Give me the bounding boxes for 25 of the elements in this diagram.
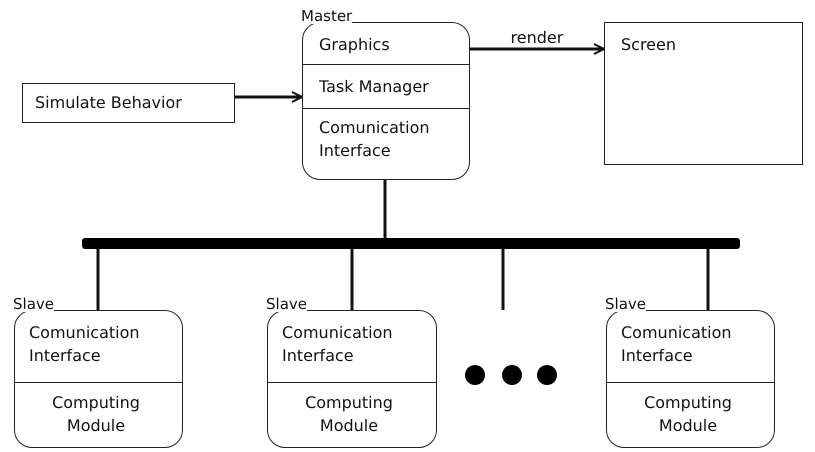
- connector-line: [706, 249, 710, 310]
- arrow: [470, 43, 605, 55]
- box-heading: Slave: [13, 296, 54, 312]
- box-label: Screen: [621, 35, 676, 54]
- section-label: Graphics: [303, 23, 469, 65]
- connector-line: [502, 249, 504, 310]
- connector-line: [384, 180, 386, 238]
- process-box: [22, 83, 235, 123]
- box-heading: Slave: [605, 296, 646, 312]
- connector-line: [350, 249, 354, 310]
- section-label: Computing Module: [643, 392, 733, 437]
- section-label: Comunication Interface: [318, 117, 431, 162]
- box-heading: Slave: [266, 296, 307, 312]
- section-label: Computing Module: [51, 392, 141, 437]
- screen-box: [604, 22, 803, 165]
- bus-bar: [82, 238, 740, 249]
- section-label: Task Manager: [303, 65, 469, 109]
- section-label: Comunication Interface: [268, 311, 436, 383]
- box-label: Simulate Behavior: [35, 93, 182, 112]
- box-heading: Master: [301, 8, 352, 24]
- section-label: Computing Module: [304, 392, 394, 437]
- arrow: [235, 91, 303, 103]
- section-label: Comunication Interface: [607, 311, 774, 383]
- section-label: Comunication Interface: [15, 311, 182, 383]
- connector-line: [96, 249, 100, 310]
